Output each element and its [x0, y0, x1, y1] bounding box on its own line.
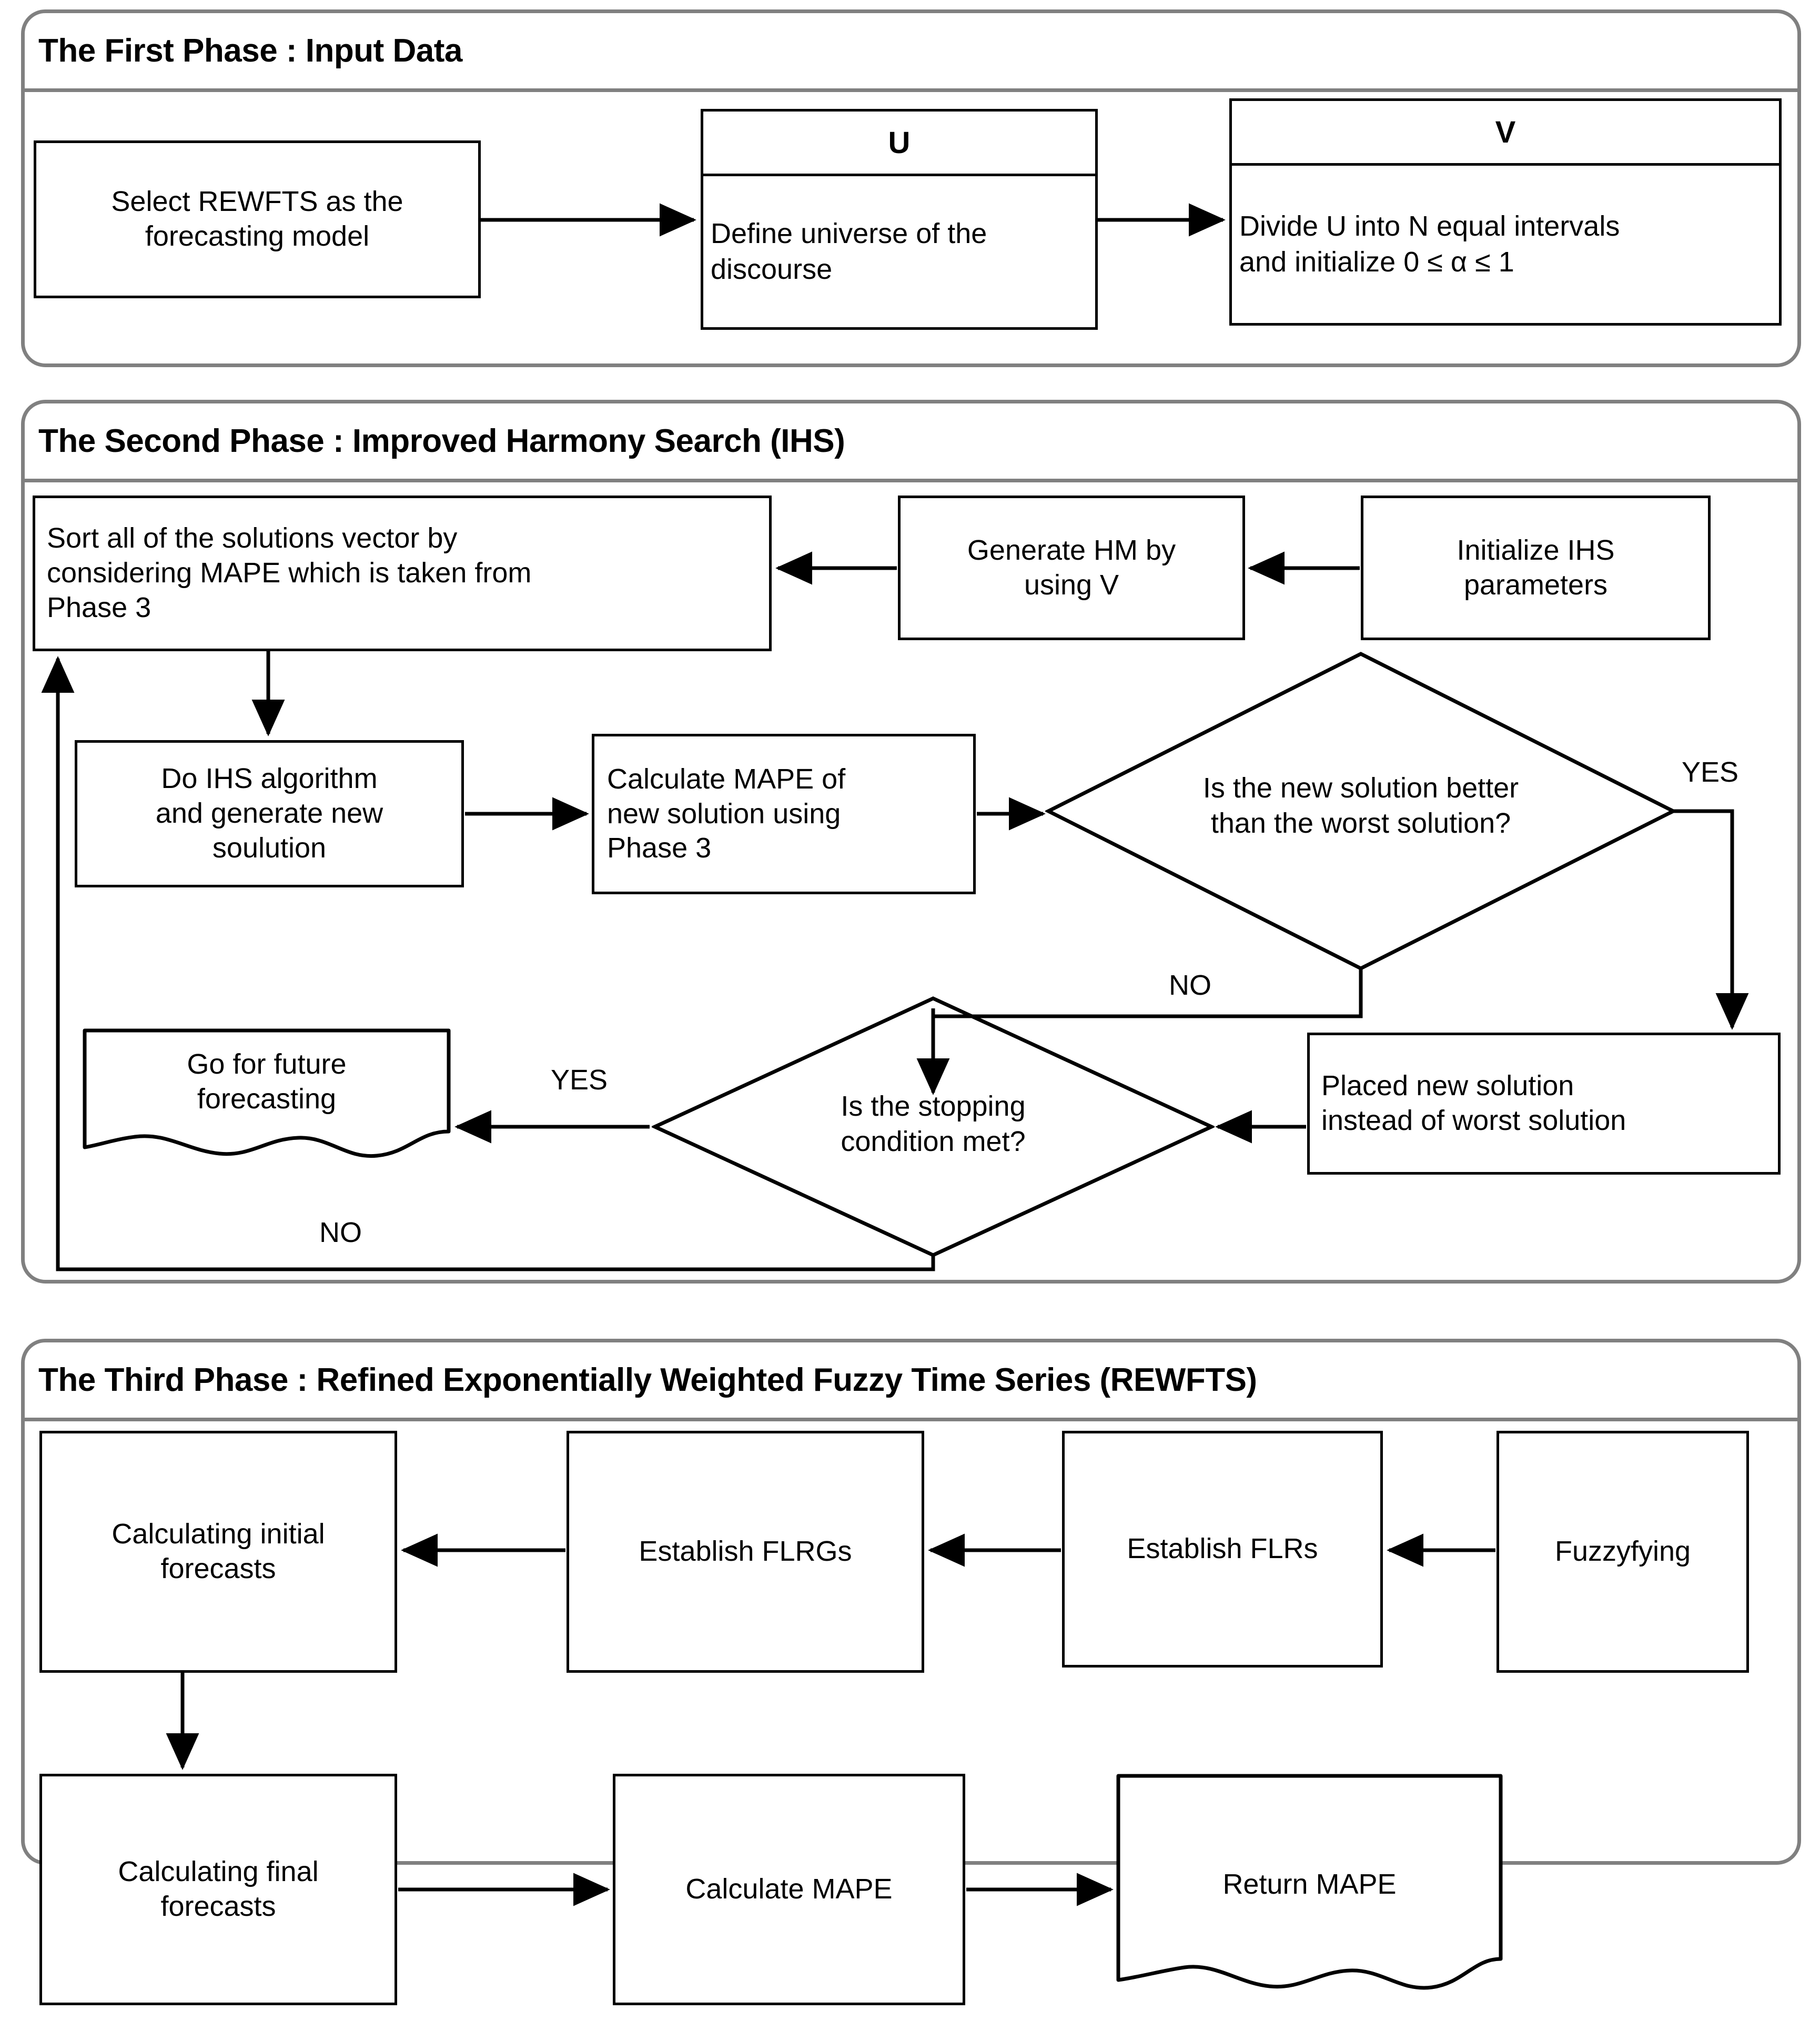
node-calculating-initial-forecasts-label: Calculating initial forecasts: [112, 1518, 325, 1584]
node-calculating-final-forecasts[interactable]: Calculating final forecasts: [39, 1774, 397, 2005]
phase-1-title: The First Phase : Input Data: [38, 33, 462, 69]
decision-stopping-condition[interactable]: Is the stopping condition met?: [652, 995, 1215, 1258]
node-divide-u-caption: V: [1232, 101, 1779, 166]
phase-3-body: Calculating initial forecasts Establish …: [25, 1421, 1797, 2005]
node-calculating-initial-forecasts[interactable]: Calculating initial forecasts: [39, 1431, 397, 1673]
phase-2-body: Sort all of the solutions vector by cons…: [25, 482, 1797, 1280]
node-sort-solutions-label: Sort all of the solutions vector by cons…: [47, 522, 532, 623]
node-initialize-ihs-label: Initialize IHS parameters: [1457, 534, 1615, 601]
phase-1-container: The First Phase : Input Data Select REWF…: [21, 9, 1801, 367]
phase-1-body: Select REWFTS as the forecasting model U…: [25, 92, 1797, 363]
node-initialize-ihs[interactable]: Initialize IHS parameters: [1361, 496, 1711, 640]
node-sort-solutions[interactable]: Sort all of the solutions vector by cons…: [33, 496, 772, 651]
edge-label-stop-no: NO: [319, 1217, 362, 1248]
node-select-rewfts-label: Select REWFTS as the forecasting model: [111, 186, 403, 252]
phase-2-header: The Second Phase : Improved Harmony Sear…: [25, 403, 1797, 482]
edge-label-better-yes: YES: [1682, 756, 1739, 788]
node-establish-flrgs-label: Establish FLRGs: [639, 1535, 852, 1568]
node-generate-hm[interactable]: Generate HM by using V: [898, 496, 1245, 640]
node-define-universe-label: Define universe of the discourse: [711, 218, 987, 285]
node-establish-flrs[interactable]: Establish FLRs: [1062, 1431, 1383, 1668]
flowchart-canvas: The First Phase : Input Data Select REWF…: [21, 9, 1801, 2005]
node-placed-new-solution[interactable]: Placed new solution instead of worst sol…: [1307, 1033, 1781, 1175]
node-calc-mape-new-label: Calculate MAPE of new solution using Pha…: [607, 763, 846, 864]
node-return-mape-label: Return MAPE: [1222, 1868, 1397, 1900]
node-placed-new-solution-label: Placed new solution instead of worst sol…: [1321, 1070, 1626, 1136]
node-fuzzyfying[interactable]: Fuzzyfying: [1497, 1431, 1749, 1673]
node-define-universe[interactable]: U Define universe of the discourse: [701, 109, 1098, 330]
phase-3-title: The Third Phase : Refined Exponentially …: [38, 1362, 1257, 1398]
phase-3-header: The Third Phase : Refined Exponentially …: [25, 1342, 1797, 1421]
node-do-ihs-algorithm[interactable]: Do IHS algorithm and generate new soulut…: [75, 740, 464, 887]
edge-label-better-no: NO: [1169, 969, 1211, 1001]
node-calculate-mape[interactable]: Calculate MAPE: [613, 1774, 965, 2005]
node-do-ihs-algorithm-label: Do IHS algorithm and generate new soulut…: [155, 763, 383, 864]
node-define-universe-caption: U: [703, 112, 1095, 176]
phase-1-header: The First Phase : Input Data: [25, 13, 1797, 92]
node-fuzzyfying-label: Fuzzyfying: [1554, 1535, 1691, 1568]
edge-label-stop-yes: YES: [551, 1064, 608, 1096]
node-return-mape[interactable]: Return MAPE: [1116, 1774, 1503, 2005]
decision-new-solution-better[interactable]: Is the new solution better than the wors…: [1045, 651, 1676, 972]
node-divide-u-label: Divide U into N equal intervals and init…: [1239, 210, 1620, 278]
node-establish-flrgs[interactable]: Establish FLRGs: [567, 1431, 924, 1673]
phase-2-container: The Second Phase : Improved Harmony Sear…: [21, 400, 1801, 1284]
phase-2-title: The Second Phase : Improved Harmony Sear…: [38, 423, 845, 459]
phase-3-container: The Third Phase : Refined Exponentially …: [21, 1339, 1801, 2005]
node-divide-u[interactable]: V Divide U into N equal intervals and in…: [1229, 98, 1782, 326]
node-calculating-final-forecasts-label: Calculating final forecasts: [118, 1856, 319, 1922]
node-go-for-future-forecasting[interactable]: Go for future forecasting: [83, 1028, 451, 1170]
node-establish-flrs-label: Establish FLRs: [1127, 1533, 1318, 1565]
node-calc-mape-new[interactable]: Calculate MAPE of new solution using Pha…: [592, 734, 976, 894]
node-go-for-future-forecasting-label: Go for future forecasting: [187, 1048, 347, 1115]
node-generate-hm-label: Generate HM by using V: [967, 534, 1176, 601]
node-calculate-mape-label: Calculate MAPE: [685, 1873, 893, 1905]
node-select-rewfts[interactable]: Select REWFTS as the forecasting model: [34, 140, 481, 298]
